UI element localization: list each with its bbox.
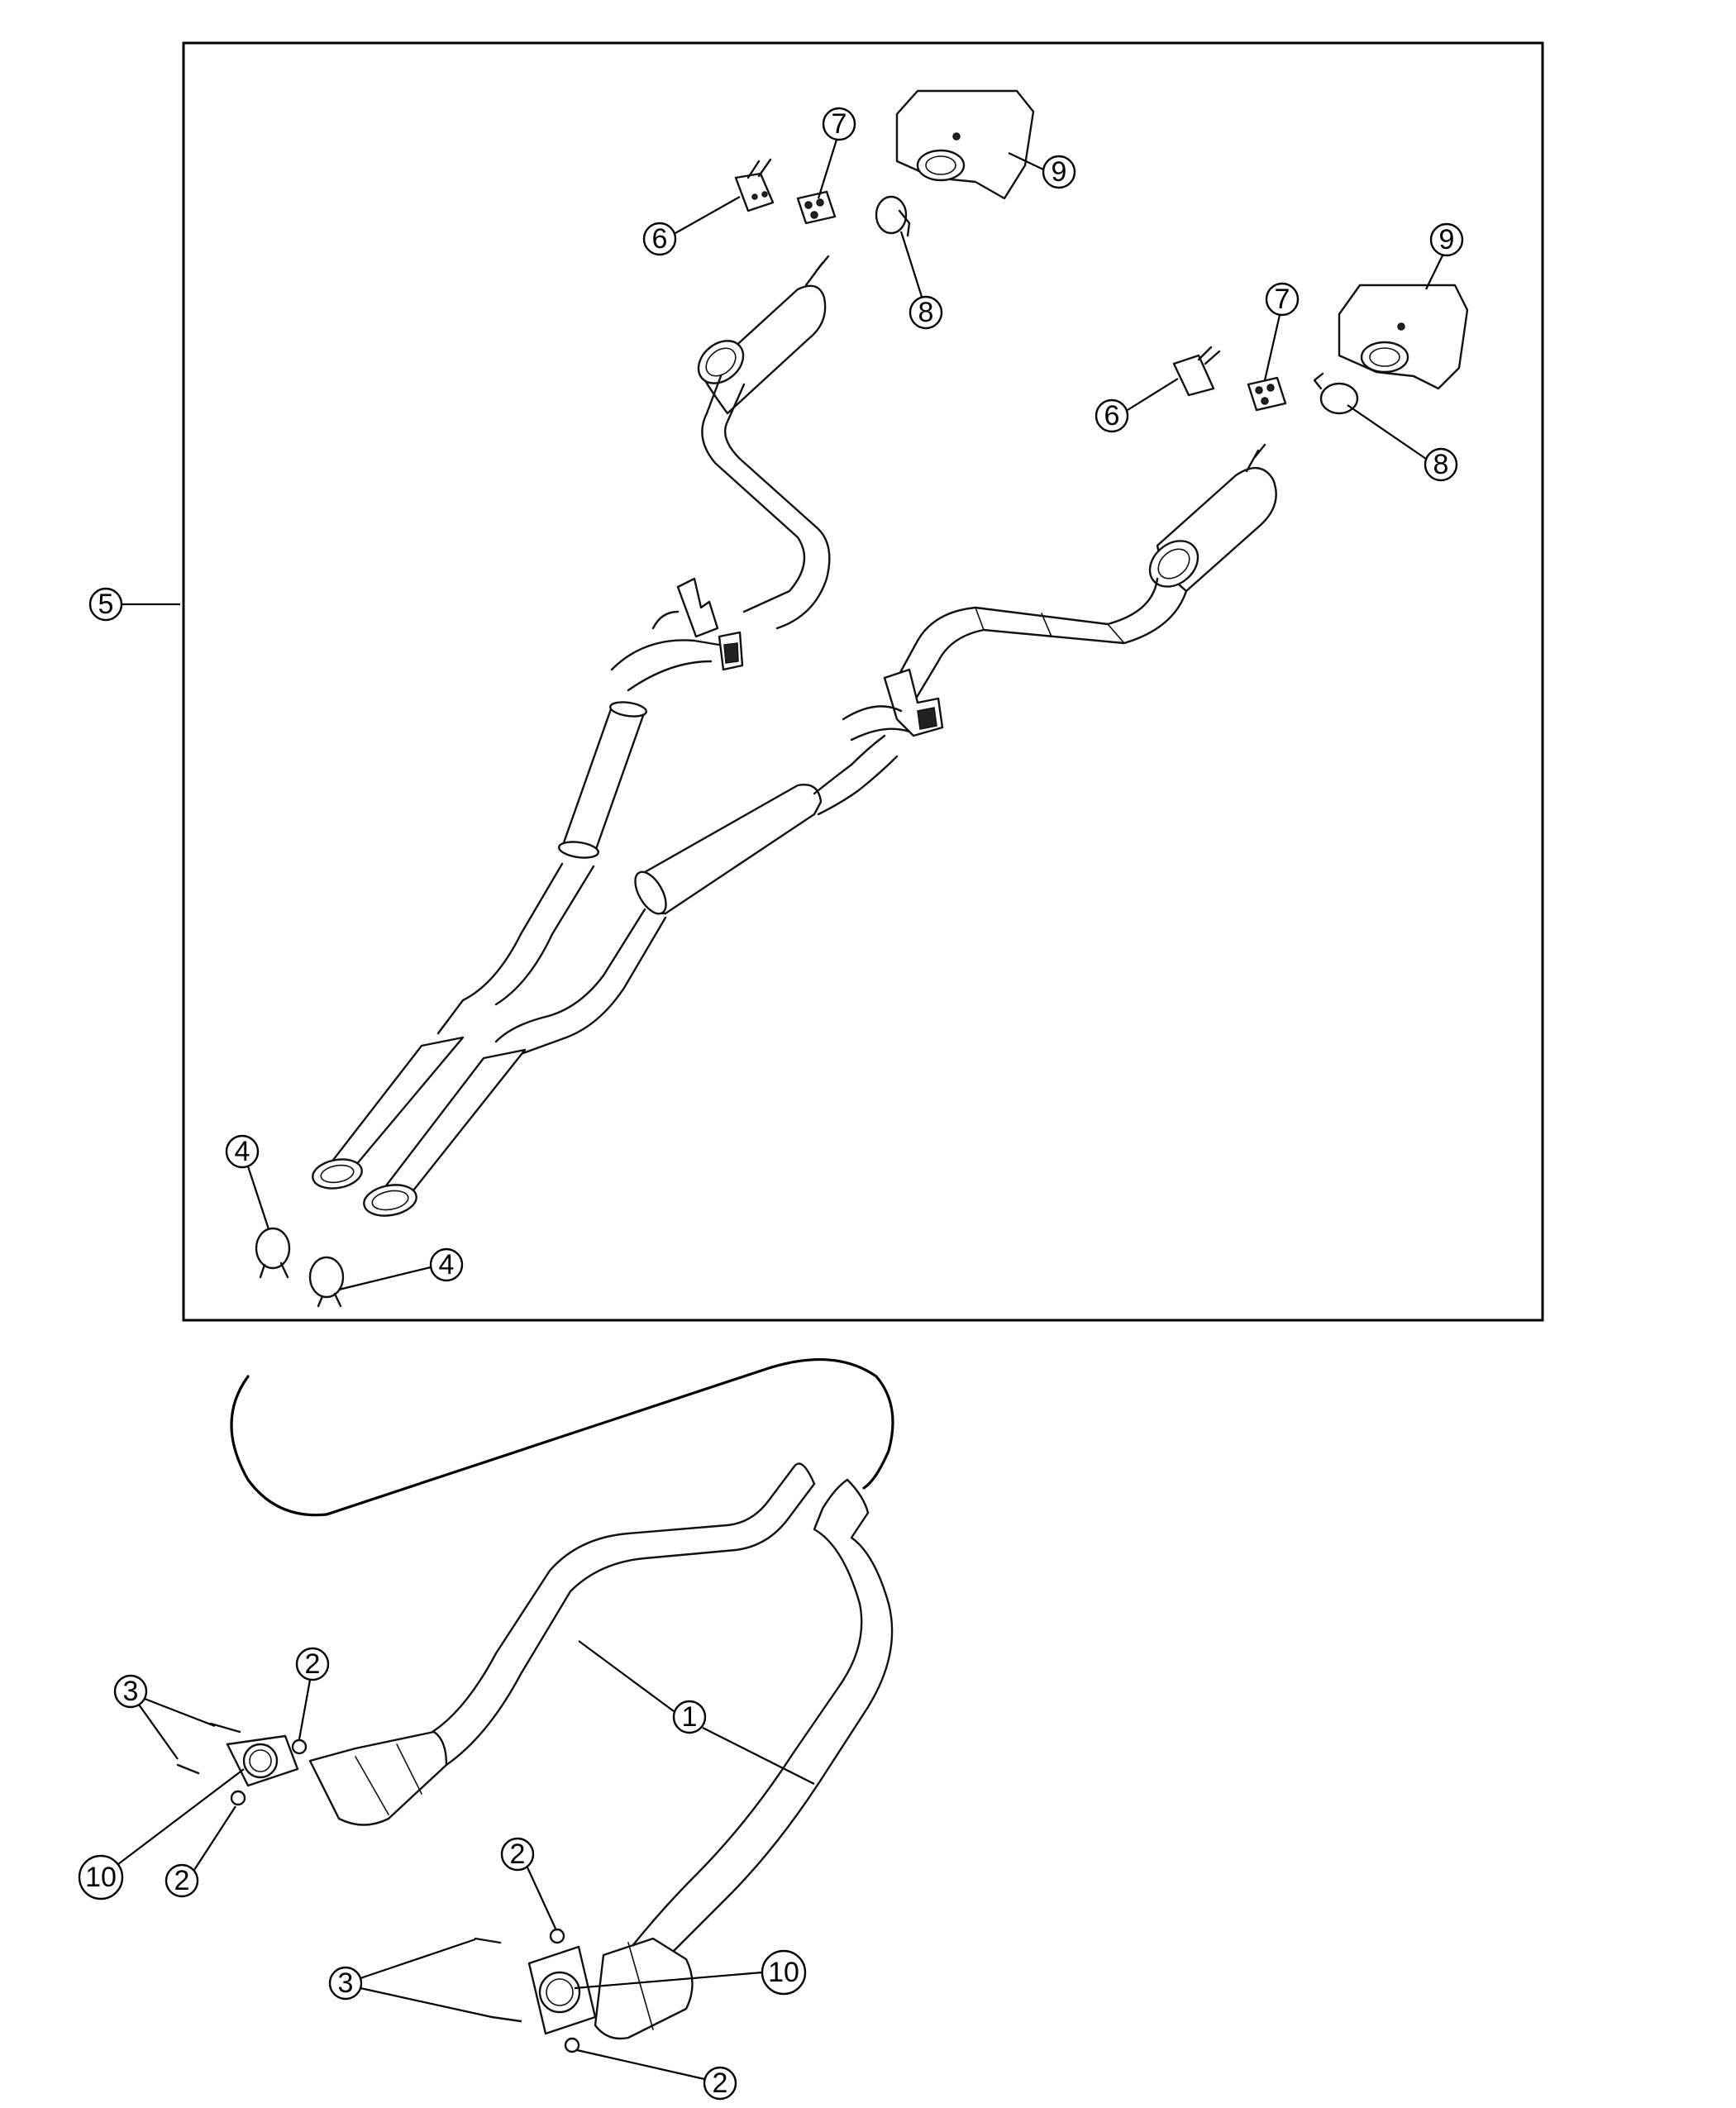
callout-6: 6 [642,222,677,256]
flange-right [527,1945,597,2035]
callout-circle [909,295,943,330]
callout-circle [1429,222,1464,257]
callout-number: 2 [174,1865,190,1896]
exhaust-assembly-drawing [255,89,1469,1308]
callout-number: 10 [768,1957,799,1988]
stud-3a [209,1722,241,1734]
nut-2d [564,2037,580,2053]
callout-8: 8 [909,295,943,330]
right-rear-muffler [1148,443,1277,593]
nut-2a [291,1738,308,1755]
callout-9: 9 [1042,155,1076,189]
stud-3c [474,1937,502,1944]
left-exhaust-tip [312,1036,465,1190]
exhaust-tip-cover-lower [1338,284,1469,390]
callout-circle [295,1647,330,1681]
isolator-7-lower [1247,376,1287,412]
callout-circle [642,222,677,256]
front-pipe-drawing [176,1357,894,2053]
callout-circle [328,1966,363,2001]
flange-left [226,1734,299,1787]
callout-number: 10 [85,1862,117,1893]
callout-3: 3 [328,1966,363,2001]
left-hanger-bracket [651,577,744,671]
callout-8: 8 [1424,447,1458,482]
callout-circle [761,1949,807,1996]
hanger-bracket-6-lower [1172,346,1221,397]
right-exhaust-tip [363,1048,527,1217]
callout-2: 2 [500,1837,535,1872]
left-resonator [558,701,648,859]
stud-3d [490,2015,522,2023]
callout-circle [1265,282,1300,317]
callout-7: 7 [822,107,856,141]
leader-lines [117,139,1443,2081]
clamp-4-right [308,1256,345,1308]
callout-number: 1 [682,1701,698,1733]
assembly-frame [182,41,1544,1322]
callout-circle [672,1700,707,1734]
callout-number: 3 [338,1967,354,1999]
callout-number: 7 [832,108,847,140]
callout-circle [225,1134,260,1169]
clamp-4-left [255,1227,291,1279]
callout-number: 4 [439,1249,455,1281]
callout-number: 9 [1052,156,1067,188]
callout-circle [822,107,856,141]
callout-2: 2 [165,1863,199,1898]
hanger-bracket-6-upper [734,158,775,212]
callout-number: 6 [1104,400,1120,432]
callout-number: 9 [1439,224,1455,255]
nut-2c [549,1928,565,1944]
callout-number: 3 [123,1676,139,1707]
callout-4: 4 [429,1247,464,1282]
callout-10: 10 [78,1854,124,1901]
callout-number: 4 [235,1136,250,1167]
callout-circle [165,1863,199,1898]
callout-2: 2 [295,1647,330,1681]
callout-circle [1424,447,1458,482]
callout-number: 6 [652,223,668,255]
exhaust-tip-cover-upper [895,89,1035,200]
callout-1: 1 [672,1700,707,1734]
callout-labels: 5 6 7 9 8 9 7 6 8 4 4 2 3 1 10 2 2 3 10 2 [78,107,1464,2101]
callout-circle [500,1837,535,1872]
right-resonator [634,763,861,915]
callout-7: 7 [1265,282,1300,317]
callout-circle [703,2066,737,2101]
callout-number: 2 [510,1839,526,1870]
isolator-7-upper [796,190,837,225]
callout-circle [113,1674,148,1709]
callout-circle [1095,398,1129,433]
callout-circle [78,1854,124,1901]
callout-circle [88,587,123,622]
catalytic-converter-left [308,1730,448,1826]
left-rear-muffler [697,255,830,415]
callout-10: 10 [761,1949,807,1996]
callout-2: 2 [703,2066,737,2101]
clamp-8-upper [875,195,911,237]
right-hanger-bracket [883,668,944,737]
catalytic-converter-right [594,1937,694,2040]
callout-number: 5 [98,589,114,620]
callout-6: 6 [1095,398,1129,433]
callout-number: 8 [1433,449,1449,480]
callout-5: 5 [88,587,123,622]
callout-number: 2 [305,1648,321,1680]
callout-number: 7 [1275,284,1290,315]
callout-9: 9 [1429,222,1464,257]
callout-number: 8 [918,297,934,328]
stud-3b [176,1763,200,1775]
nut-2b [230,1790,246,1806]
callout-circle [429,1247,464,1282]
callout-circle [1042,155,1076,189]
callout-number: 2 [713,2067,728,2099]
callout-4: 4 [225,1134,260,1169]
callout-3: 3 [113,1674,148,1709]
